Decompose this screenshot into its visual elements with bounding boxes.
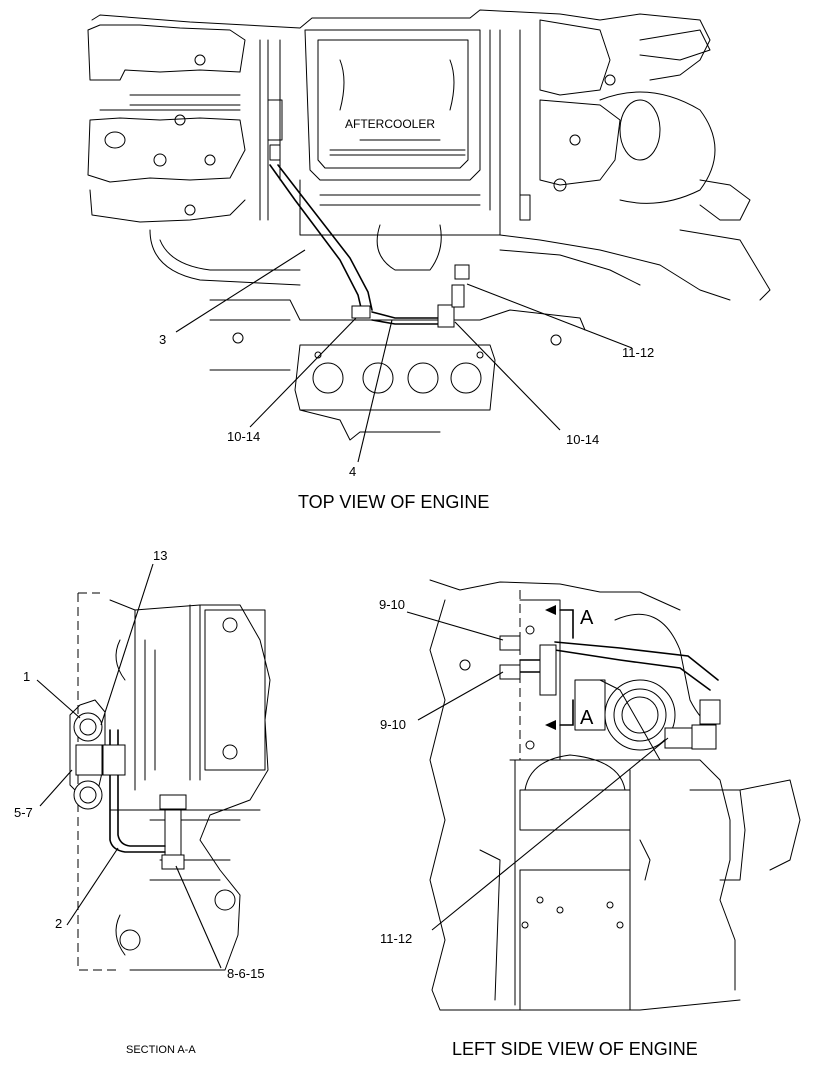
callout-13: 13 <box>153 548 168 563</box>
top-view-drawing <box>87 9 771 463</box>
callout-3: 3 <box>159 332 167 347</box>
callout-2: 2 <box>55 916 63 931</box>
callout-1: 1 <box>23 669 31 684</box>
callout-5-7: 5-7 <box>14 805 33 820</box>
callout-4: 4 <box>349 464 357 479</box>
top-view-title: TOP VIEW OF ENGINE <box>298 492 490 512</box>
callout-11-12-side: 11-12 <box>380 931 413 946</box>
callout-9-10-bottom: 9-10 <box>380 717 407 732</box>
callout-10-14-right: 10-14 <box>566 432 600 447</box>
side-view-title: LEFT SIDE VIEW OF ENGINE <box>452 1039 698 1059</box>
section-view-title: SECTION A-A <box>126 1044 196 1056</box>
aftercooler-label: AFTERCOOLER <box>345 117 436 131</box>
callout-8-6-15: 8-6-15 <box>227 966 265 981</box>
callout-9-10-top: 9-10 <box>379 597 406 612</box>
section-view-drawing <box>36 563 271 971</box>
side-view-drawing <box>406 579 801 1011</box>
callout-11-12-top: 11-12 <box>622 345 655 360</box>
section-marker-bottom: A <box>580 707 594 729</box>
section-marker-top: A <box>580 607 594 629</box>
callout-10-14-left: 10-14 <box>227 429 261 444</box>
